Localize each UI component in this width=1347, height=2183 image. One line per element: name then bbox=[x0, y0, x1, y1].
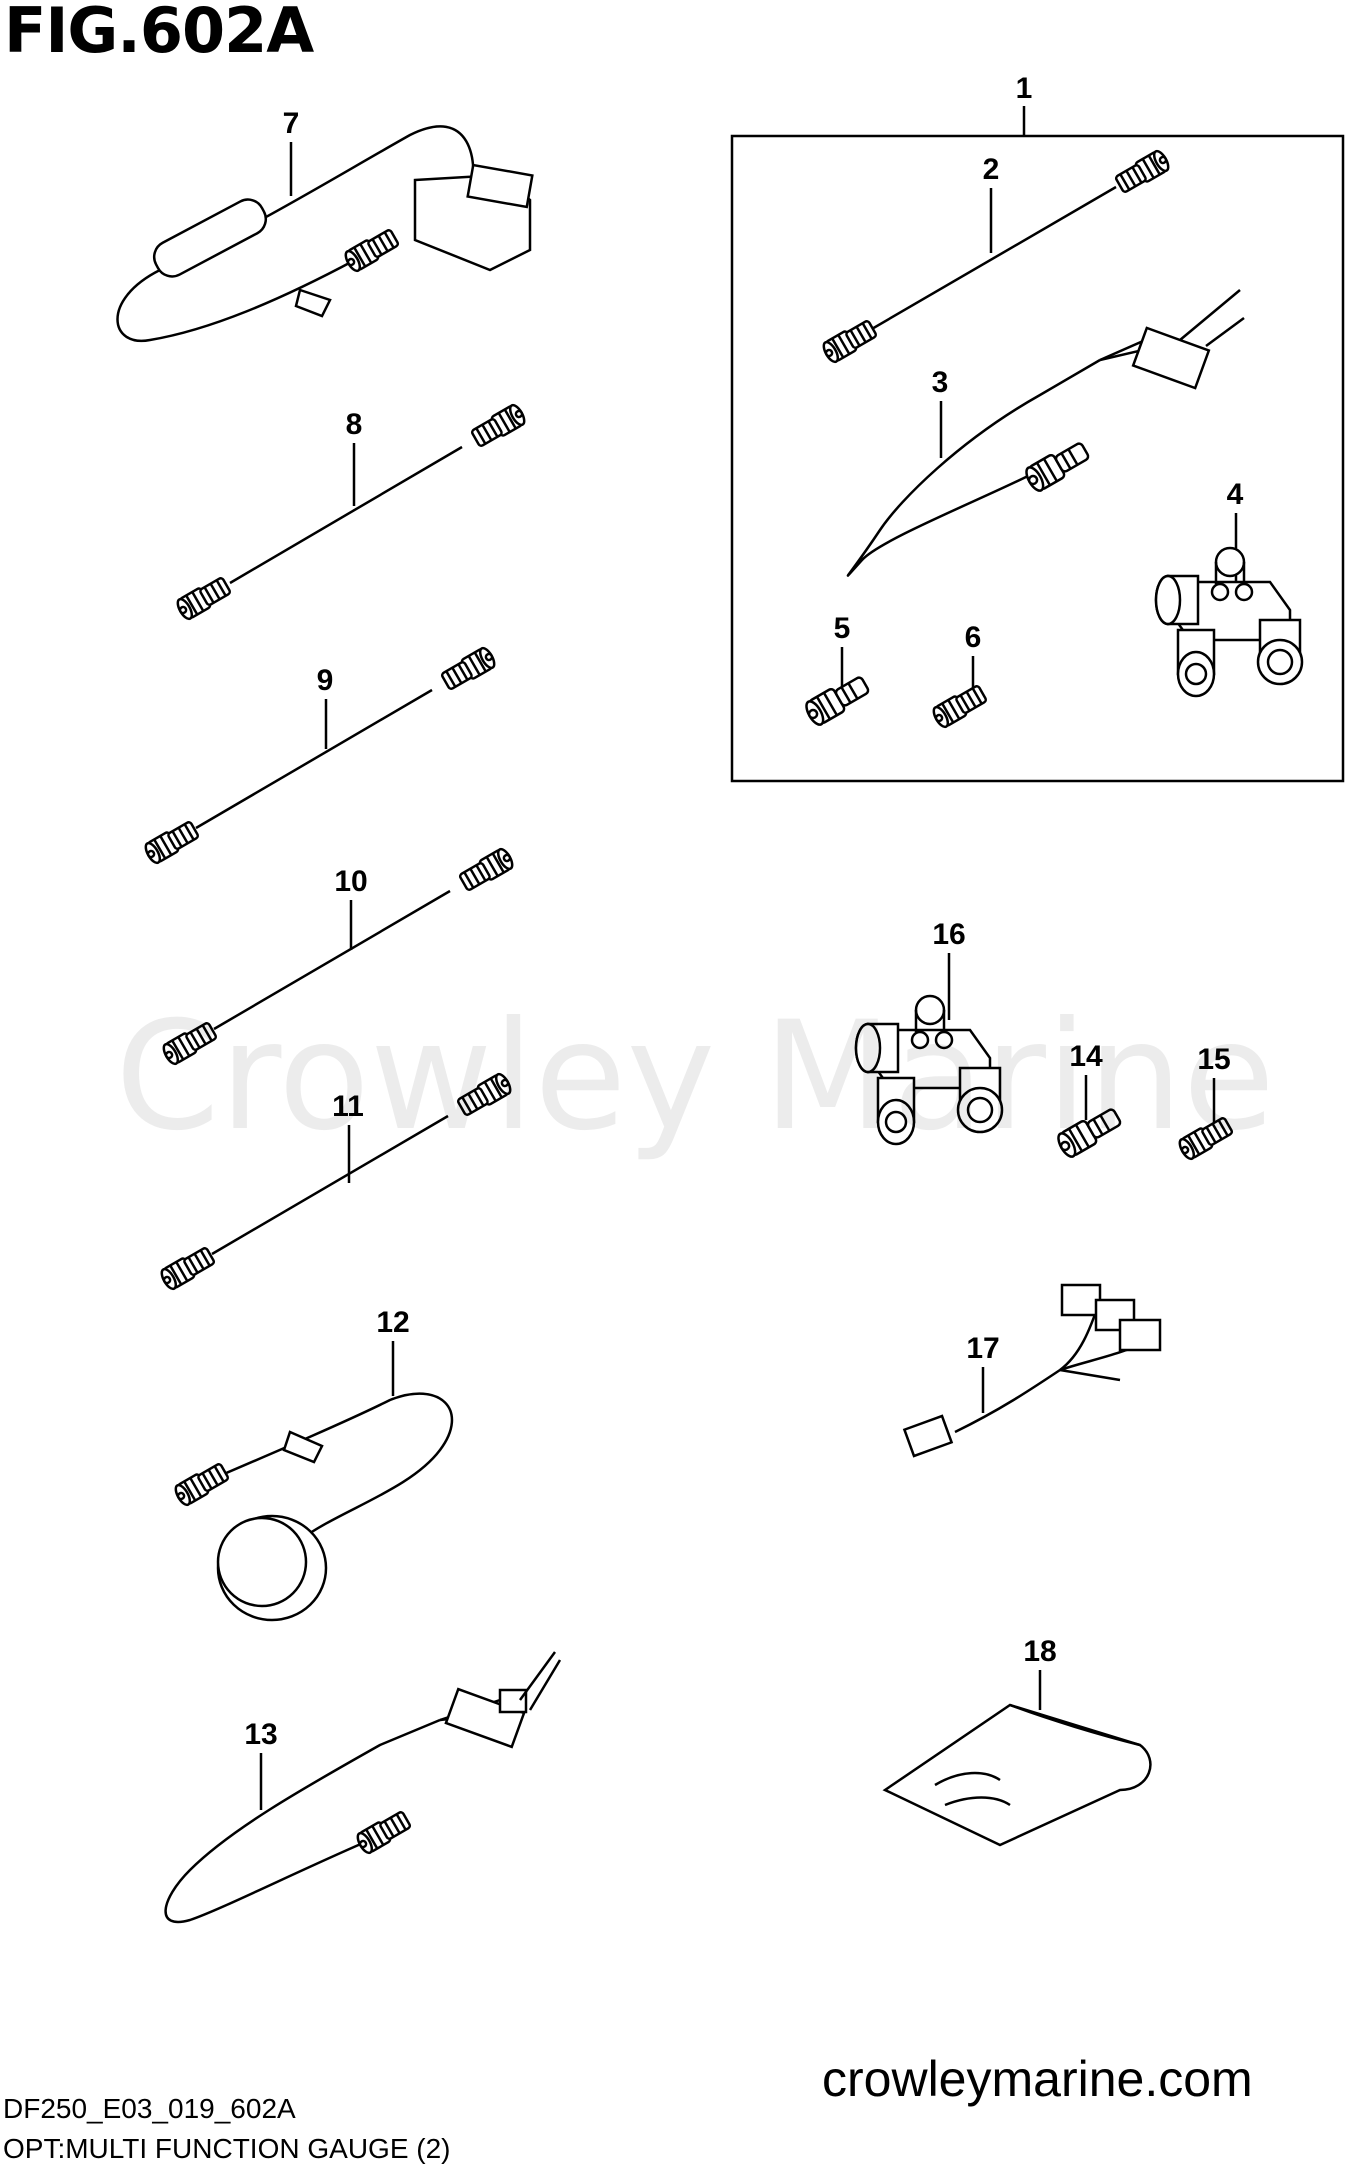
callout-10[interactable]: 10 bbox=[334, 865, 368, 898]
part-8-cable bbox=[173, 401, 529, 623]
callout-4[interactable]: 4 bbox=[1226, 478, 1244, 511]
part-5-terminator bbox=[801, 671, 873, 729]
website-text: crowleymarine.com bbox=[822, 2051, 1253, 2107]
callout-7[interactable]: 7 bbox=[282, 107, 300, 140]
callout-9[interactable]: 9 bbox=[316, 664, 334, 697]
callout-17[interactable]: 17 bbox=[966, 1332, 1000, 1365]
callout-13[interactable]: 13 bbox=[244, 1718, 278, 1751]
part-12-gps-antenna bbox=[171, 1392, 454, 1622]
watermark: Crowley Marine bbox=[115, 990, 1276, 1164]
part-4-t-connector bbox=[1154, 546, 1304, 698]
callout-2[interactable]: 2 bbox=[982, 153, 1000, 186]
callout-3[interactable]: 3 bbox=[931, 366, 949, 399]
callout-6[interactable]: 6 bbox=[964, 621, 982, 654]
callout-12[interactable]: 12 bbox=[376, 1306, 410, 1339]
group-1-frame bbox=[730, 134, 1345, 783]
part-18-hardware-bag bbox=[882, 1703, 1152, 1847]
part-2-cable bbox=[819, 147, 1173, 366]
part-10-cable bbox=[159, 845, 517, 1068]
callout-1[interactable]: 1 bbox=[1015, 72, 1033, 105]
callout-8[interactable]: 8 bbox=[345, 408, 363, 441]
part-6-terminator bbox=[929, 682, 990, 731]
part-9-cable bbox=[141, 644, 499, 867]
callout-11[interactable]: 11 bbox=[332, 1090, 364, 1123]
figure-title: FIG.602A bbox=[4, 0, 314, 67]
callout-16[interactable]: 16 bbox=[932, 918, 966, 951]
diagram-caption: OPT:MULTI FUNCTION GAUGE (2) bbox=[3, 2133, 451, 2164]
callout-5[interactable]: 5 bbox=[833, 612, 851, 645]
diagram-code: DF250_E03_019_602A bbox=[3, 2093, 296, 2124]
part-7-sensor-cable bbox=[116, 125, 534, 343]
part-11-cable bbox=[157, 1070, 515, 1293]
part-3-power-cable bbox=[846, 289, 1245, 577]
callout-14[interactable]: 14 bbox=[1069, 1040, 1103, 1073]
part-17-harness bbox=[902, 1283, 1162, 1458]
part-13-power-cable bbox=[164, 1651, 562, 1924]
callout-15[interactable]: 15 bbox=[1197, 1043, 1231, 1076]
callout-18[interactable]: 18 bbox=[1023, 1635, 1057, 1668]
